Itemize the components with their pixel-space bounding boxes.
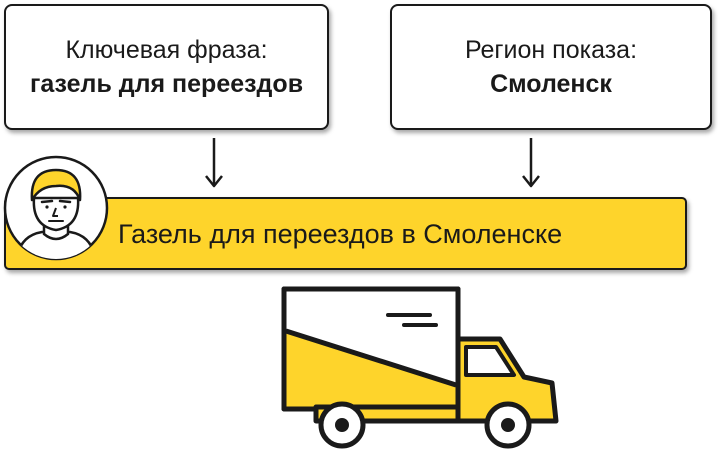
keyword-label: Ключевая фраза:: [65, 36, 268, 64]
region-value: Смоленск: [490, 70, 612, 98]
arrow-down-icon: [522, 138, 540, 188]
keyword-value: газель для переездов: [29, 70, 304, 98]
user-avatar-icon: [3, 155, 109, 261]
delivery-truck-icon: [281, 286, 559, 449]
arrow-down-icon: [205, 138, 223, 188]
result-banner: Газель для переездов в Смоленске: [4, 197, 687, 270]
keyword-box: Ключевая фраза: газель для переездов: [4, 4, 329, 130]
region-box: Регион показа: Смоленск: [390, 4, 712, 130]
region-label: Регион показа:: [464, 36, 638, 64]
result-text: Газель для переездов в Смоленске: [118, 219, 563, 249]
